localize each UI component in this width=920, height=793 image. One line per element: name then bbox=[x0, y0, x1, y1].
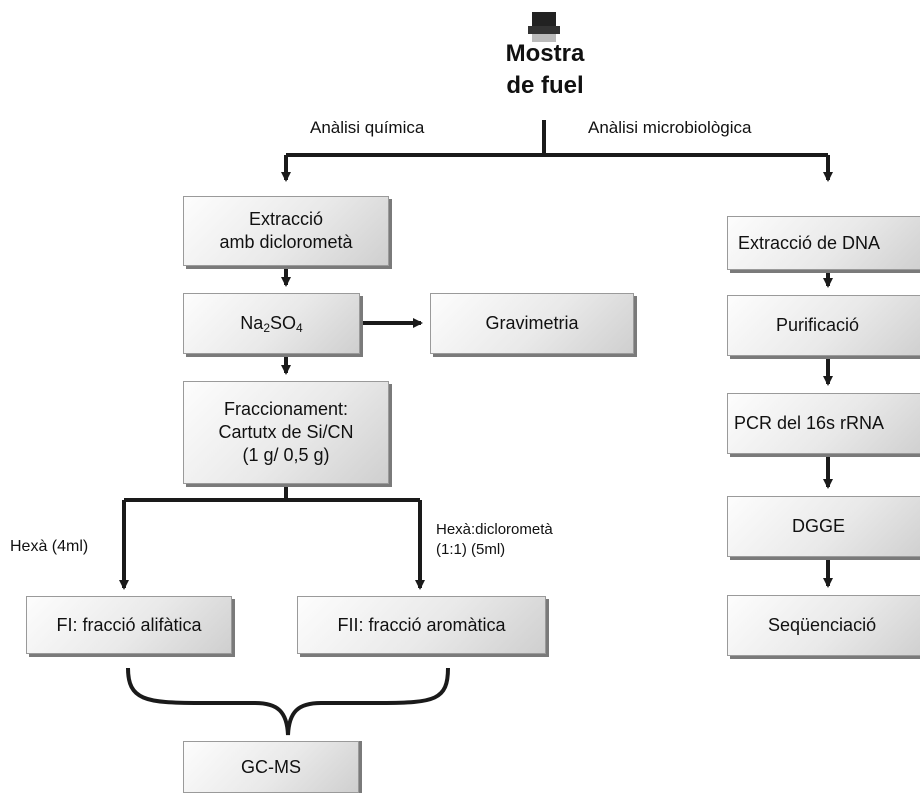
eluent-left-label: Hexà (4ml) bbox=[10, 538, 89, 555]
eluent-right-line2: (1:1) (5ml) bbox=[436, 541, 506, 558]
gcms-box: GC-MS bbox=[183, 741, 359, 793]
aromatic-fraction-box: FII: fracció aromàtica bbox=[297, 596, 546, 654]
drying-label: Na2SO4 bbox=[240, 312, 302, 335]
merge-brace bbox=[126, 667, 450, 736]
source-title-line1: Mostra bbox=[505, 40, 585, 67]
fractionation-line1: Fraccionament: bbox=[223, 399, 349, 419]
drying-prefix: Na bbox=[240, 313, 264, 333]
branch-label-chemical: Anàlisi química bbox=[310, 118, 425, 137]
extraction-line1: Extracció bbox=[248, 209, 324, 229]
sequencing-box: Seqüenciació bbox=[727, 595, 920, 656]
purification-label: Purificació bbox=[776, 315, 860, 335]
bottle-icon bbox=[528, 12, 560, 42]
dgge-label: DGGE bbox=[792, 516, 846, 536]
drying-mid: SO bbox=[270, 313, 297, 333]
dna-extraction-label: Extracció de DNA bbox=[738, 232, 881, 253]
fractionation-line3: (1 g/ 0,5 g) bbox=[242, 445, 330, 465]
aliphatic-fraction-box: FI: fracció alifàtica bbox=[26, 596, 232, 654]
extraction-box: Extracció amb diclorometà bbox=[183, 196, 389, 266]
fractionation-box: Fraccionament: Cartutx de Si/CN (1 g/ 0,… bbox=[183, 381, 389, 484]
fractionation-line2: Cartutx de Si/CN bbox=[218, 422, 354, 442]
source-title: Mostra de fuel bbox=[480, 38, 610, 102]
dna-extraction-box: Extracció de DNA bbox=[727, 216, 920, 270]
drying-box: Na2SO4 bbox=[183, 293, 360, 354]
drying-sub2: 4 bbox=[296, 321, 303, 335]
aliphatic-fraction-label: FI: fracció alifàtica bbox=[56, 614, 202, 635]
extraction-line2: amb diclorometà bbox=[219, 232, 353, 252]
dgge-box: DGGE bbox=[727, 496, 920, 557]
gravimetry-label: Gravimetria bbox=[485, 313, 579, 333]
drying-sub1: 2 bbox=[263, 321, 270, 335]
pcr-box: PCR del 16s rRNA bbox=[727, 393, 920, 454]
gcms-label: GC-MS bbox=[241, 756, 301, 777]
aromatic-fraction-label: FII: fracció aromàtica bbox=[337, 614, 506, 635]
eluent-right-line1: Hexà:diclorometà bbox=[436, 521, 553, 538]
pcr-label: PCR del 16s rRNA bbox=[734, 413, 885, 433]
purification-box: Purificació bbox=[727, 295, 920, 356]
eluent-right-label: Hexà:diclorometà (1:1) (5ml) bbox=[436, 520, 553, 560]
branch-label-microbiological: Anàlisi microbiològica bbox=[588, 118, 752, 137]
gravimetry-box: Gravimetria bbox=[430, 293, 634, 354]
sequencing-label: Seqüenciació bbox=[768, 615, 877, 635]
source-title-line2: de fuel bbox=[506, 72, 584, 99]
